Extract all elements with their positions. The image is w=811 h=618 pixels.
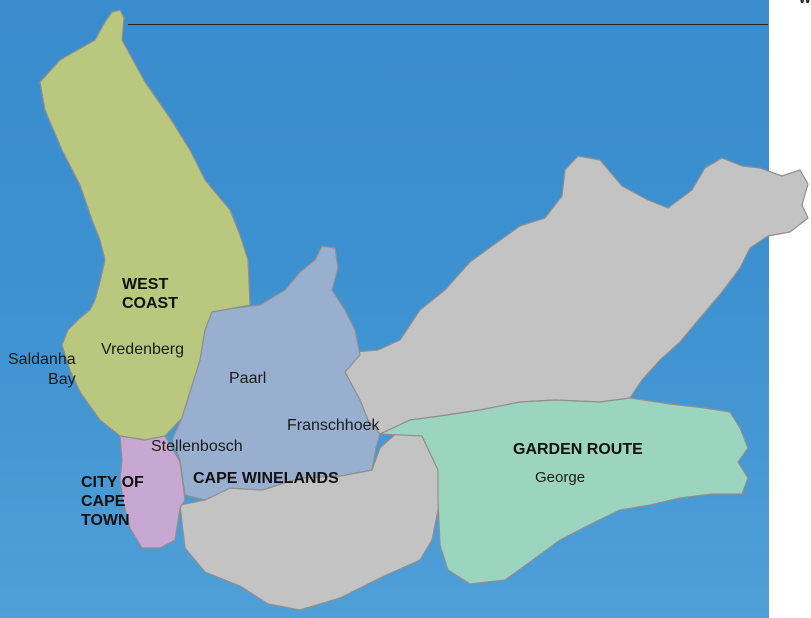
top-rule-line [128,24,768,25]
label-cape-winelands: CAPE WINELANDS [193,470,339,487]
label-garden-route: GARDEN ROUTE [513,441,643,458]
label-stellenbosch: Stellenbosch [151,438,243,455]
label-vredenberg: Vredenberg [101,341,185,358]
label-franschhoek: Franschhoek [287,417,380,434]
region-city-of-cape-town[interactable] [119,435,186,549]
region-central-karoo[interactable] [339,155,809,435]
region-garden-route[interactable] [379,397,749,585]
label-west-coast: WEST COAST [122,276,178,312]
label-city-of-cape-town: CITY OF CAPE TOWN [81,474,144,529]
label-paarl: Paarl [229,370,267,387]
label-george: George [535,469,586,486]
label-saldanha-bay: Saldanha Bay [8,351,76,388]
region-cape-winelands[interactable] [171,245,381,501]
corner-text: W [799,0,811,6]
